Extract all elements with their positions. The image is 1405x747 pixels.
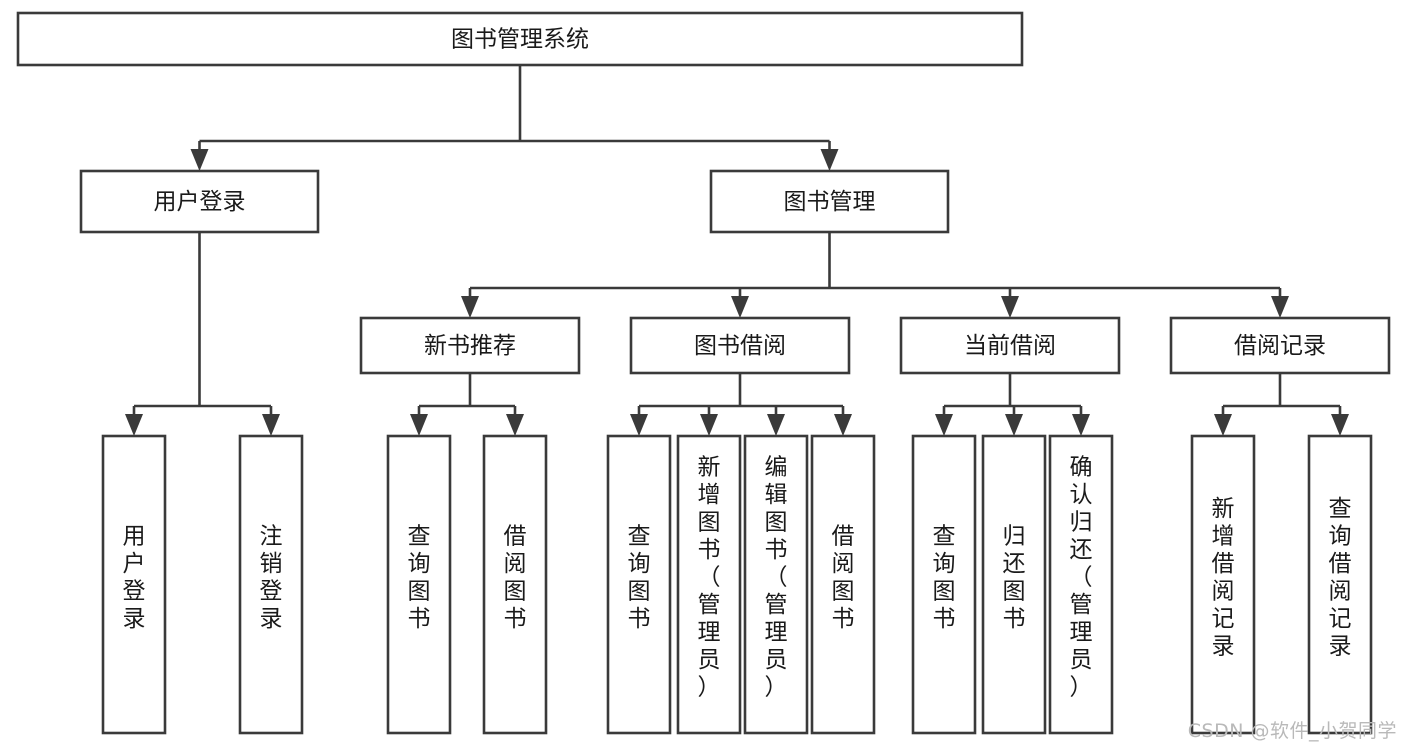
node-label-leaf-borrow-book-2: 借阅图书: [832, 523, 855, 632]
node-box-leaf-query-book-3: [911, 434, 977, 735]
node-leaf-borrow-book-1[interactable]: 借阅图书: [482, 434, 548, 735]
node-box-leaf-user-logout: [238, 434, 304, 735]
node-leaf-add-record[interactable]: 新增借阅记录: [1190, 434, 1256, 735]
node-new-book-recommend[interactable]: 新书推荐: [359, 316, 581, 375]
node-label-book-manage: 图书管理: [784, 189, 876, 215]
node-box-leaf-add-book: [676, 434, 742, 735]
edge-group-book-manage: [461, 232, 1289, 318]
node-box-book-borrow: [629, 316, 851, 375]
node-box-new-book-recommend: [359, 316, 581, 375]
arrow-head: [1005, 414, 1023, 436]
node-box-leaf-query-book-2: [606, 434, 672, 735]
arrow-head: [410, 414, 428, 436]
arrow-head: [1271, 296, 1289, 318]
node-layer: 图书管理系统用户登录图书管理新书推荐图书借阅当前借阅借阅记录用户登录注销登录查询…: [16, 11, 1391, 735]
node-label-leaf-return-book: 归还图书: [1003, 523, 1026, 632]
node-borrow-record[interactable]: 借阅记录: [1169, 316, 1391, 375]
arrow-head: [700, 414, 718, 436]
node-label-new-book-recommend: 新书推荐: [424, 333, 516, 359]
node-leaf-query-book-1[interactable]: 查询图书: [386, 434, 452, 735]
arrow-head: [1214, 414, 1232, 436]
arrow-head: [1001, 296, 1019, 318]
node-box-borrow-record: [1169, 316, 1391, 375]
node-box-user-login: [79, 169, 320, 234]
node-box-leaf-borrow-book-1: [482, 434, 548, 735]
arrow-head: [506, 414, 524, 436]
node-label-leaf-query-book-2: 查询图书: [628, 523, 651, 632]
node-leaf-query-record[interactable]: 查询借阅记录: [1307, 434, 1373, 735]
edge-group-user-login: [125, 232, 280, 436]
node-label-borrow-record: 借阅记录: [1234, 333, 1326, 359]
node-label-leaf-add-book: 新增图书（管理员）: [698, 455, 721, 701]
node-user-login[interactable]: 用户登录: [79, 169, 320, 234]
node-current-borrow[interactable]: 当前借阅: [899, 316, 1121, 375]
node-box-leaf-query-book-1: [386, 434, 452, 735]
node-leaf-add-book[interactable]: 新增图书（管理员）: [676, 434, 742, 735]
csdn-watermark: CSDN @软件_小贺同学: [1187, 720, 1397, 742]
node-box-leaf-return-book: [981, 434, 1047, 735]
edge-group-book-borrow: [630, 373, 852, 436]
node-box-leaf-borrow-book-2: [810, 434, 876, 735]
node-label-leaf-edit-book: 编辑图书（管理员）: [765, 455, 788, 701]
edge-group-new-book-recommend: [410, 373, 524, 436]
arrow-head: [834, 414, 852, 436]
arrow-head: [1331, 414, 1349, 436]
arrow-head: [262, 414, 280, 436]
arrow-head: [1072, 414, 1090, 436]
node-label-leaf-query-book-3: 查询图书: [933, 523, 956, 632]
node-leaf-user-logout[interactable]: 注销登录: [238, 434, 304, 735]
node-label-leaf-borrow-book-1: 借阅图书: [504, 523, 527, 632]
node-box-book-manage: [709, 169, 950, 234]
node-leaf-query-book-3[interactable]: 查询图书: [911, 434, 977, 735]
node-label-leaf-user-logout: 注销登录: [260, 523, 283, 632]
arrow-head: [935, 414, 953, 436]
node-leaf-return-book[interactable]: 归还图书: [981, 434, 1047, 735]
node-book-borrow[interactable]: 图书借阅: [629, 316, 851, 375]
node-leaf-confirm-return[interactable]: 确认归还（管理员）: [1048, 434, 1114, 735]
node-label-current-borrow: 当前借阅: [964, 333, 1056, 359]
node-box-leaf-query-record: [1307, 434, 1373, 735]
arrow-head: [731, 296, 749, 318]
node-box-leaf-add-record: [1190, 434, 1256, 735]
node-label-root: 图书管理系统: [451, 27, 589, 53]
node-leaf-borrow-book-2[interactable]: 借阅图书: [810, 434, 876, 735]
node-leaf-query-book-2[interactable]: 查询图书: [606, 434, 672, 735]
node-label-leaf-confirm-return: 确认归还（管理员）: [1070, 455, 1093, 701]
node-box-leaf-edit-book: [743, 434, 809, 735]
node-root[interactable]: 图书管理系统: [16, 11, 1024, 67]
node-box-leaf-confirm-return: [1048, 434, 1114, 735]
edge-group-current-borrow: [935, 373, 1090, 436]
arrow-head: [125, 414, 143, 436]
node-book-manage[interactable]: 图书管理: [709, 169, 950, 234]
node-box-current-borrow: [899, 316, 1121, 375]
node-label-book-borrow: 图书借阅: [694, 333, 786, 359]
arrow-head: [767, 414, 785, 436]
arrow-head: [820, 149, 839, 171]
connector-layer: [125, 65, 1349, 436]
node-box-leaf-user-login: [101, 434, 167, 735]
arrow-head: [461, 296, 479, 318]
arrow-head: [630, 414, 648, 436]
node-label-leaf-query-record: 查询借阅记录: [1329, 496, 1352, 660]
node-leaf-edit-book[interactable]: 编辑图书（管理员）: [743, 434, 809, 735]
edge-group-root: [190, 65, 839, 171]
node-label-user-login: 用户登录: [154, 189, 246, 215]
node-leaf-user-login[interactable]: 用户登录: [101, 434, 167, 735]
node-label-leaf-query-book-1: 查询图书: [408, 523, 431, 632]
node-box-root: [16, 11, 1024, 67]
node-label-leaf-add-record: 新增借阅记录: [1212, 496, 1235, 660]
arrow-head: [190, 149, 209, 171]
node-label-leaf-user-login: 用户登录: [123, 523, 146, 632]
edge-group-borrow-record: [1214, 373, 1349, 436]
